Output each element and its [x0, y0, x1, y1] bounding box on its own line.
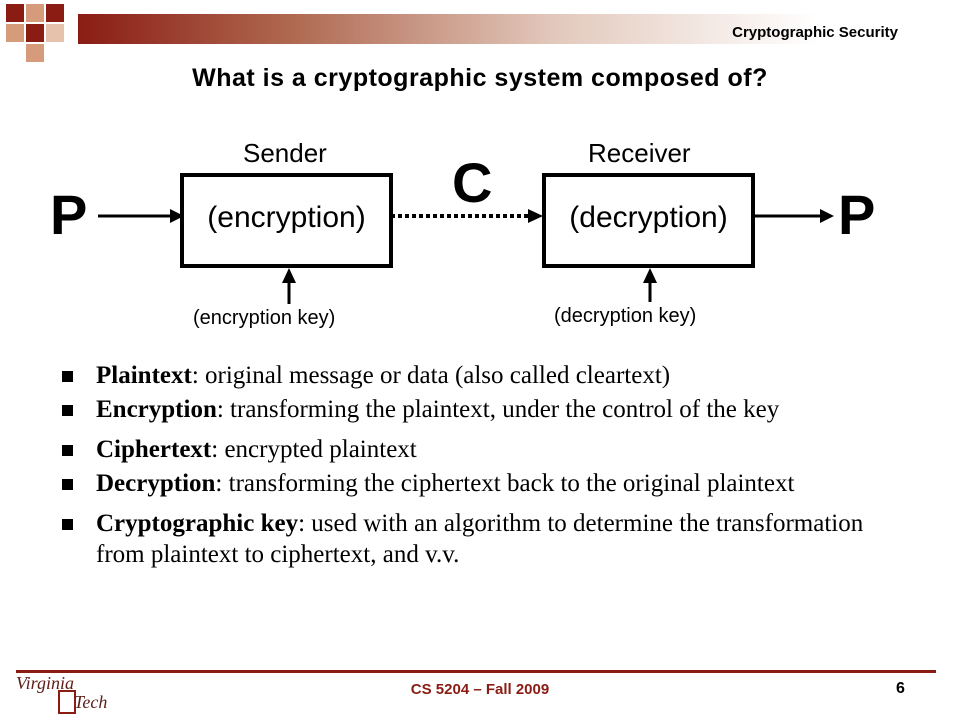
term: Cryptographic key [96, 510, 299, 537]
list-item: Encryption: transforming the plaintext, … [62, 394, 892, 425]
list-item: Plaintext: original message or data (als… [62, 360, 892, 391]
input-arrow-head [170, 209, 184, 223]
definition: : encrypted plaintext [211, 436, 417, 463]
page-number: 6 [896, 680, 905, 697]
definition: : original message or data (also called … [191, 362, 671, 389]
definition: : transforming the plaintext, under the … [216, 396, 780, 423]
header-decoration-square [6, 24, 24, 42]
list-item: Cryptographic key: used with an algorith… [62, 508, 892, 570]
term: Plaintext [96, 362, 192, 389]
plaintext-input-label: P [50, 183, 88, 246]
bullet-square-icon [62, 405, 73, 416]
sender-label: Sender [243, 138, 327, 168]
output-arrow-head [820, 209, 834, 223]
logo-text-top: Virginia [16, 673, 74, 693]
list-item: Ciphertext: encrypted plaintext [62, 434, 892, 465]
footer-divider [16, 670, 936, 673]
encryption-key-arrow-head [282, 268, 296, 283]
header-decoration-square [6, 4, 24, 22]
slide-title: What is a cryptographic system composed … [192, 64, 768, 92]
decryption-box-label: (decryption) [569, 201, 728, 234]
header-decoration-square [26, 4, 44, 22]
encryption-box-label: (encryption) [207, 201, 366, 234]
decryption-key-label: (decryption key) [554, 305, 697, 327]
bullet-square-icon [62, 445, 73, 456]
header-decoration-square [26, 44, 44, 62]
header-gradient-bar [78, 14, 948, 44]
receiver-label: Receiver [588, 138, 691, 168]
definition: : transforming the ciphertext back to th… [215, 470, 795, 497]
list-item: Decryption: transforming the ciphertext … [62, 468, 892, 499]
logo-shield-icon [58, 690, 76, 714]
encryption-key-label: (encryption key) [193, 307, 336, 329]
course-footer: CS 5204 – Fall 2009 [410, 681, 550, 698]
term: Ciphertext [96, 436, 212, 463]
decryption-key-arrow-head [643, 268, 657, 283]
term: Encryption [96, 396, 217, 423]
term: Decryption [96, 470, 216, 497]
header-decoration-square [26, 24, 44, 42]
bullet-square-icon [62, 479, 73, 490]
bullet-square-icon [62, 519, 73, 530]
diagram-arrows [98, 209, 834, 304]
running-title: Cryptographic Security [732, 24, 898, 41]
ciphertext-label: C [452, 151, 493, 214]
definition: : used with an algorithm to determine th… [96, 510, 864, 568]
plaintext-output-label: P [838, 183, 876, 246]
logo-text-bottom: Tech [74, 692, 108, 712]
decryption-box [542, 173, 755, 268]
university-logo: Virginia Tech [16, 673, 126, 716]
header-decoration-square [46, 4, 64, 22]
ciphertext-channel-arrow-head [528, 209, 543, 223]
header-decoration-square [46, 24, 64, 42]
encryption-box [180, 173, 393, 268]
definition-list: Plaintext: original message or data (als… [62, 360, 892, 573]
bullet-square-icon [62, 371, 73, 382]
